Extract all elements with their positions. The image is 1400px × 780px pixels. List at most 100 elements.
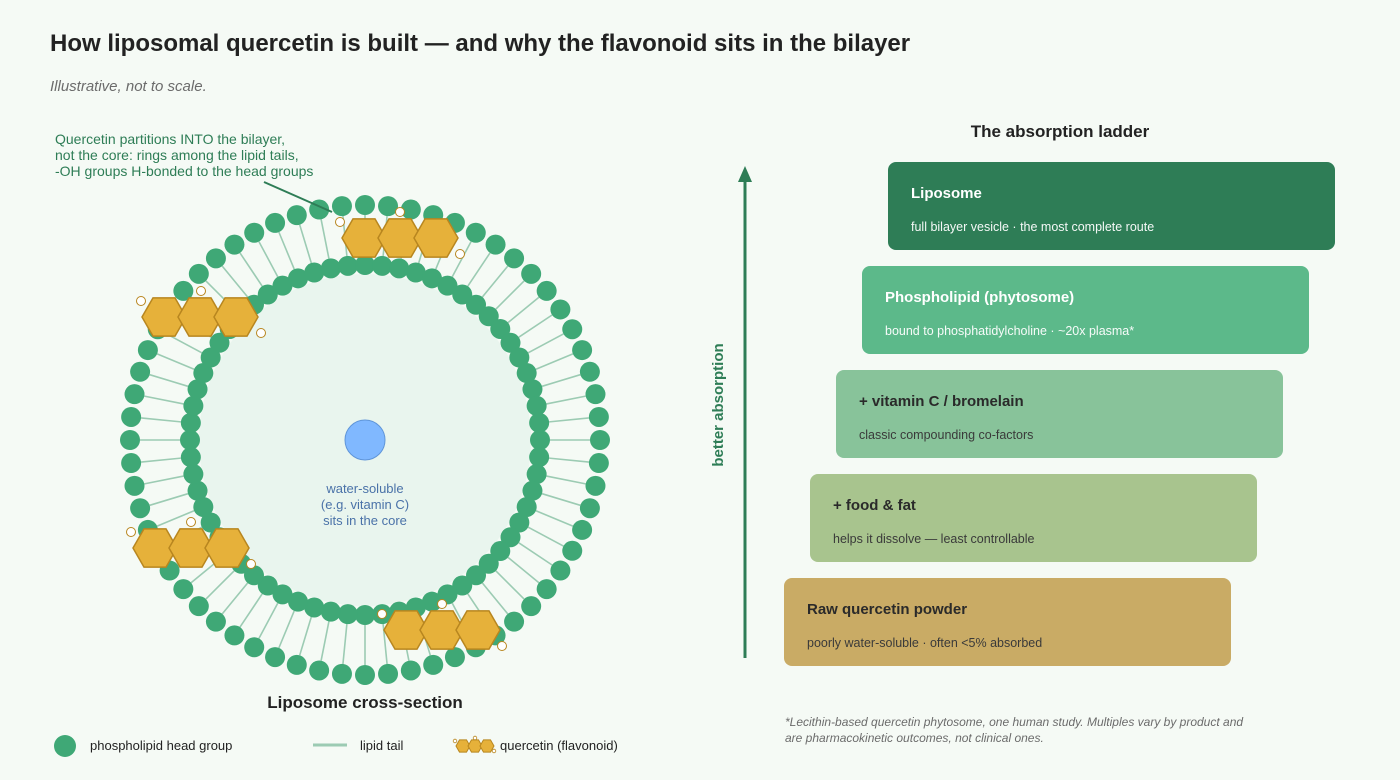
head-group-inner xyxy=(509,512,530,533)
rung-name: + food & fat xyxy=(833,497,916,514)
lipid-tail xyxy=(342,624,348,664)
head-group-inner xyxy=(183,395,204,416)
head-group-inner xyxy=(193,363,214,384)
legend-oh-symbol xyxy=(491,748,497,754)
lipid-tail xyxy=(549,417,589,423)
oh-group xyxy=(377,609,387,619)
head-group-inner xyxy=(304,597,325,618)
head-group-inner xyxy=(490,318,511,339)
lipid-tail xyxy=(507,296,540,324)
ladder-title: The absorption ladder xyxy=(970,122,1150,141)
oh-group xyxy=(256,328,266,338)
lipid-tail xyxy=(258,602,279,639)
annotation-line: -OH groups H-bonded to the head groups xyxy=(55,163,313,179)
lipid-tail xyxy=(320,621,330,661)
head-group-outer xyxy=(188,263,209,284)
water-soluble-molecule xyxy=(344,419,386,461)
legend-oh-symbol xyxy=(472,735,478,741)
head-group-outer xyxy=(572,519,593,540)
legend-head-symbol xyxy=(54,735,76,757)
head-group-inner xyxy=(187,379,208,400)
head-group-outer xyxy=(205,611,226,632)
lipid-tail xyxy=(518,314,553,338)
head-group-outer xyxy=(590,430,610,450)
lipid-tail xyxy=(298,224,313,264)
page-subtitle: Illustrative, not to scale. xyxy=(50,78,207,95)
head-group-inner xyxy=(389,258,410,279)
core-label-line: water-soluble xyxy=(325,481,403,496)
head-group-outer xyxy=(444,647,465,668)
head-group-inner xyxy=(200,512,221,533)
annotation-pointer xyxy=(263,181,333,213)
head-group-outer xyxy=(265,212,286,233)
head-group-outer xyxy=(485,234,506,255)
rung-description: poorly water-soluble · often <5% absorbe… xyxy=(807,636,1043,650)
head-group-outer xyxy=(173,280,194,301)
head-group-inner xyxy=(257,284,278,305)
head-group-inner xyxy=(530,430,550,450)
quercetin-ring xyxy=(377,218,423,258)
head-group-outer xyxy=(121,406,142,427)
lipid-tail xyxy=(141,417,181,423)
head-group-outer xyxy=(130,498,151,519)
head-group-inner xyxy=(490,541,511,562)
head-group-inner xyxy=(526,464,547,485)
head-group-outer xyxy=(130,361,151,382)
axis-arrowhead xyxy=(738,166,752,182)
head-group-outer xyxy=(585,384,606,405)
lipid-tail xyxy=(527,526,564,547)
ladder-rung: Phospholipid (phytosome)bound to phospha… xyxy=(862,266,1309,354)
lipid-tail xyxy=(541,373,581,388)
legend-quercetin-label: quercetin (flavonoid) xyxy=(500,738,618,753)
quercetin-ring xyxy=(204,528,250,568)
head-group-inner xyxy=(500,332,521,353)
head-group-outer xyxy=(224,234,245,255)
head-group-outer xyxy=(504,611,525,632)
lipid-tail xyxy=(221,265,249,298)
lipid-tail xyxy=(166,333,203,354)
head-group-outer xyxy=(521,263,542,284)
head-group-outer xyxy=(378,663,399,684)
head-group-inner xyxy=(304,262,325,283)
head-group-outer xyxy=(562,319,583,340)
annotation-line: Quercetin partitions INTO the bilayer, xyxy=(55,131,285,147)
head-group-inner xyxy=(466,565,487,586)
core-label-line: (e.g. vitamin C) xyxy=(321,497,409,512)
head-group-inner xyxy=(522,480,543,501)
lipid-tail xyxy=(546,475,586,485)
lipid-tail xyxy=(467,252,491,287)
head-group-outer xyxy=(137,340,158,361)
legend-quercetin-symbol xyxy=(455,739,471,753)
oh-group xyxy=(196,286,206,296)
head-group-inner xyxy=(372,255,393,276)
oh-group xyxy=(497,641,507,651)
oh-group xyxy=(335,217,345,227)
head-group-inner xyxy=(452,284,473,305)
head-group-outer xyxy=(579,361,600,382)
head-group-outer xyxy=(286,654,307,675)
lipid-tail xyxy=(239,252,263,287)
rung-description: helps it dissolve — least controllable xyxy=(833,532,1035,546)
head-group-outer xyxy=(588,406,609,427)
head-group-outer xyxy=(572,340,593,361)
head-group-outer xyxy=(562,540,583,561)
head-group-outer xyxy=(521,596,542,617)
quercetin-ring xyxy=(168,528,214,568)
rung-description: full bilayer vesicle · the most complete… xyxy=(911,220,1155,234)
lipid-tail xyxy=(451,241,472,278)
page-title: How liposomal quercetin is built — and w… xyxy=(50,30,911,57)
lipid-tail xyxy=(546,395,586,405)
oh-group xyxy=(455,249,465,259)
legend-quercetin-symbol xyxy=(479,739,495,753)
head-group-inner xyxy=(405,262,426,283)
head-group-inner xyxy=(200,347,221,368)
head-group-outer xyxy=(124,384,145,405)
head-group-outer xyxy=(244,222,265,243)
oh-group xyxy=(126,527,136,537)
lipid-tail xyxy=(141,457,181,463)
head-group-outer xyxy=(188,596,209,617)
head-group-outer xyxy=(536,280,557,301)
lipid-tail xyxy=(535,353,574,370)
head-group-outer xyxy=(121,453,142,474)
